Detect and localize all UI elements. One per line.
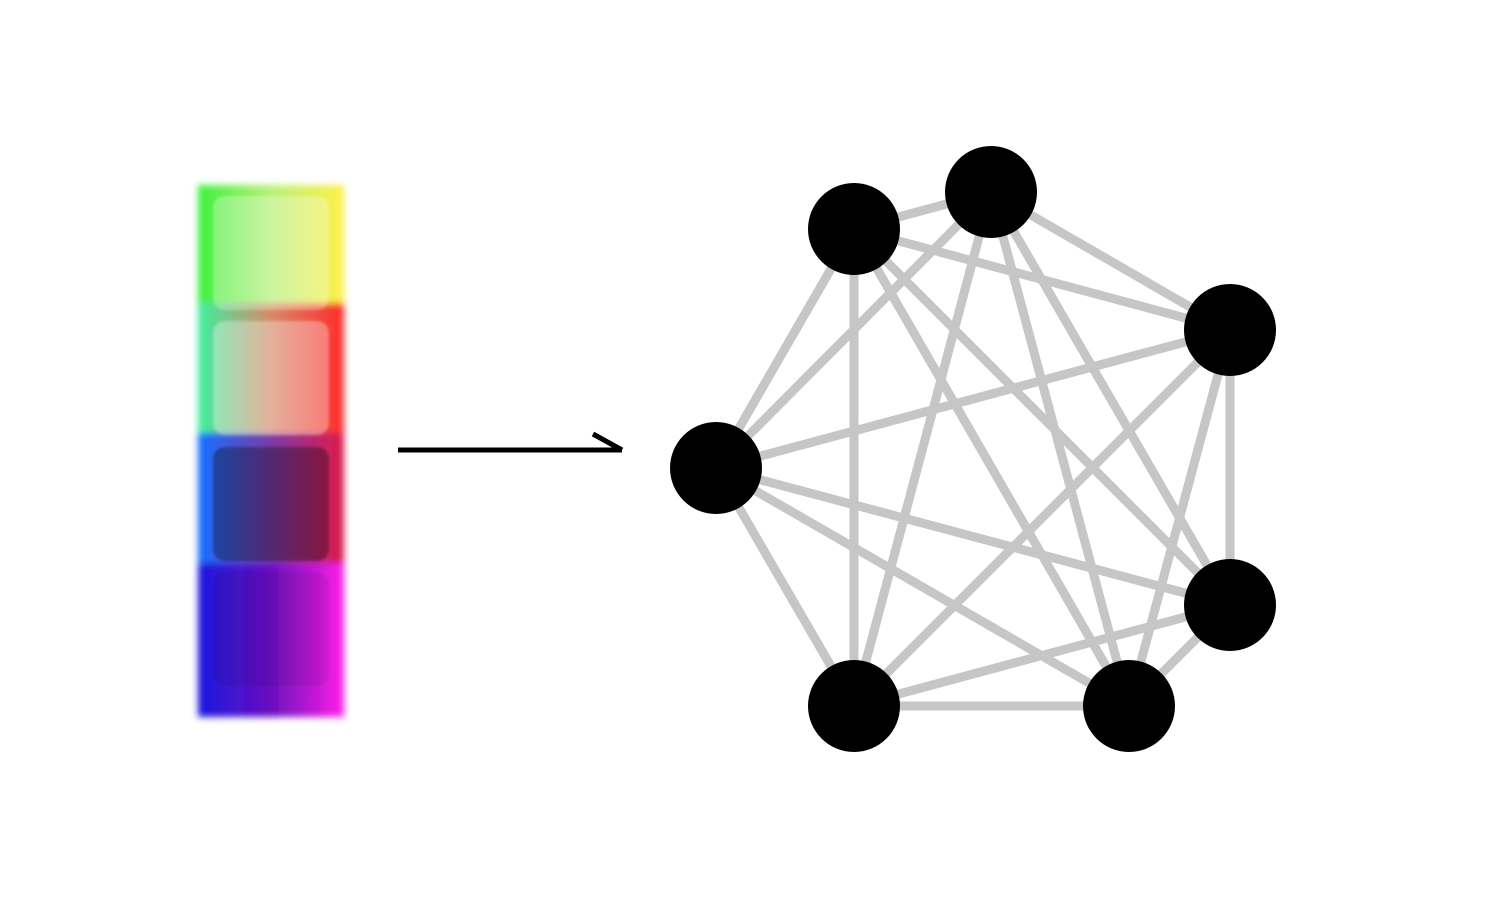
- graph-edge: [711, 187, 996, 473]
- graph-node: [945, 146, 1037, 238]
- graph-edges: [711, 187, 1235, 711]
- arrow-barb: [591, 431, 624, 453]
- graph-edge: [711, 463, 1134, 711]
- graph-edge: [711, 463, 1235, 610]
- graph-node: [808, 183, 900, 275]
- graph-edge: [849, 224, 1134, 711]
- right-harpoon-arrow: [398, 431, 624, 453]
- graph-edge: [711, 325, 1235, 473]
- graph-edge: [849, 224, 1235, 610]
- gradient-cell: [213, 572, 329, 686]
- graph-node: [1083, 660, 1175, 752]
- graph-edge: [1124, 325, 1235, 711]
- gradient-cell: [213, 321, 329, 435]
- graph-node: [1184, 284, 1276, 376]
- graph-edge: [849, 325, 1235, 711]
- graph-edge: [986, 187, 1134, 711]
- complete-graph: [670, 146, 1276, 752]
- gradient-cell: [213, 196, 329, 310]
- graph-edge: [849, 187, 996, 711]
- gradient-cell: [213, 447, 329, 561]
- graph-node: [1184, 559, 1276, 651]
- graph-node: [670, 422, 762, 514]
- graph-nodes: [670, 146, 1276, 752]
- graph-edge: [986, 187, 1235, 610]
- graph-node: [808, 660, 900, 752]
- color-gradient-cells: [213, 196, 329, 686]
